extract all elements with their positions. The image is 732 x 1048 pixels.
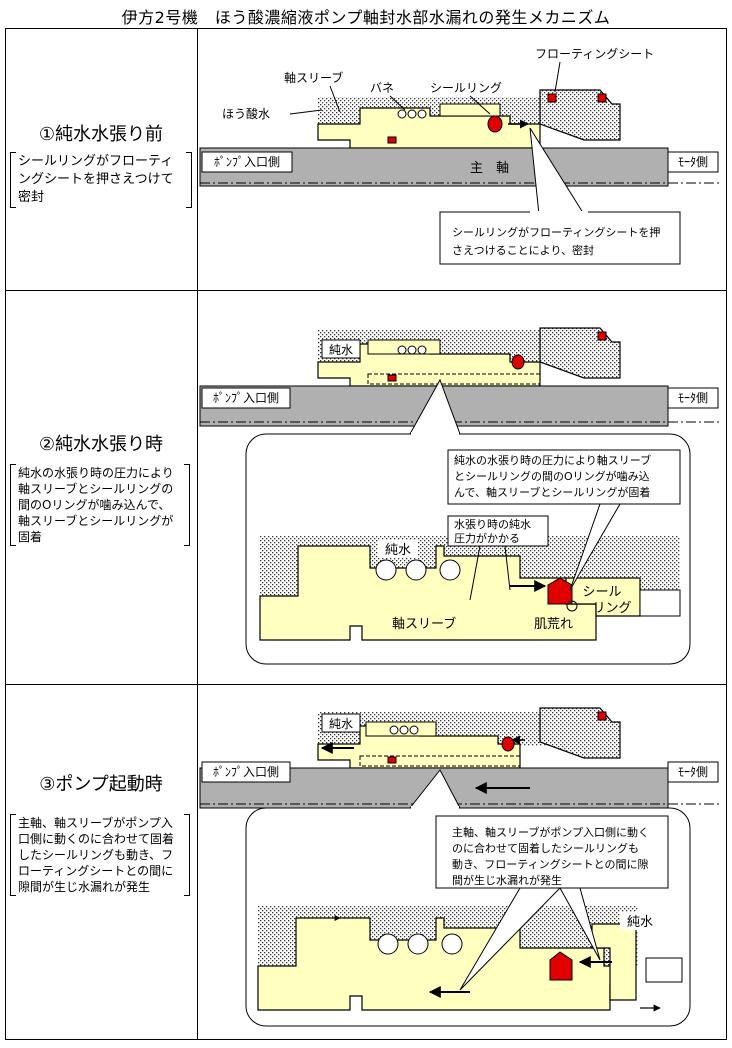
o-ring xyxy=(487,115,503,133)
label-pump-inlet: ﾎﾟﾝﾌﾟ入口側 xyxy=(214,155,280,169)
spring-coil xyxy=(397,109,407,119)
floating-seat xyxy=(539,707,621,759)
callout-line: 純水の水張り時の圧力により軸スリーブ xyxy=(454,453,651,467)
label-spring: バネ xyxy=(370,81,394,95)
stage2-description: 純水の水張り時の圧力により軸スリーブとシールリングの間のOリングが噛み込んで、軸… xyxy=(10,464,190,546)
stage2-callout xyxy=(447,449,681,505)
label-motor: ﾓｰﾀ側 xyxy=(678,765,708,779)
row-divider-2 xyxy=(5,684,727,685)
page-title: 伊方2号機 ほう酸濃縮液ポンプ軸封水部水漏れの発生メカニズム xyxy=(121,8,611,27)
callout-line: 動き、フローティングシートとの間に隙 xyxy=(452,857,648,871)
label-sleeve: 軸スリーブ xyxy=(284,70,343,85)
label-seal-ring: シール xyxy=(582,585,621,600)
stage2-heading: ②純水水張り時 xyxy=(38,434,164,455)
label-boric-water: ほう酸水 xyxy=(222,106,270,121)
o-ring-detail xyxy=(549,951,573,981)
table-frame xyxy=(5,28,727,1040)
callout-line: んで、軸スリーブとシールリングが固着 xyxy=(454,485,650,499)
label-seal-ring: リング xyxy=(592,601,631,616)
row-divider-1 xyxy=(5,290,727,291)
shaft-sleeve-detail xyxy=(259,545,597,641)
callout-line: 間が生じ水漏れが発生 xyxy=(452,873,562,887)
column-divider xyxy=(197,28,198,1040)
callout-line: シールリングがフローティングシートを押 xyxy=(452,225,660,239)
floating-seat xyxy=(539,327,621,379)
callout-line: 水張り時の純水 xyxy=(454,518,531,531)
label-floating-seat: フローティングシート xyxy=(535,47,654,61)
label-shaft: 主 軸 xyxy=(470,161,509,176)
stage1-heading: ①純水水張り前 xyxy=(38,124,164,145)
stage1-description: シールリングがフローティングシートを押さえつけて密封 xyxy=(10,152,192,208)
label-pure-water: 純水 xyxy=(329,717,353,731)
label-sleeve-detail: 軸スリーブ xyxy=(392,616,456,632)
label-roughness: 肌荒れ xyxy=(534,617,573,632)
label-pump-inlet: ﾎﾟﾝﾌﾟ入口側 xyxy=(213,391,279,405)
stage3-diagram: 純水 ﾎﾟﾝﾌﾟ入口側 ﾓｰﾀ側 純水 主軸、軸スリーブがポンプ入口側に動く の… xyxy=(199,707,720,1027)
label-pure-water-detail: 純水 xyxy=(385,543,411,558)
callout-line: のに合わせて固着したシールリングも xyxy=(452,841,639,855)
callout-line: とシールリングの間のOリングが噛み込 xyxy=(454,469,650,483)
stage1-diagram: 軸スリーブ バネ シールリング フローティングシート ほう酸水 ﾎﾟﾝﾌﾟ入口側… xyxy=(199,47,720,265)
label-seal-ring: シールリング xyxy=(430,81,502,95)
stage3-heading: ③ポンプ起動時 xyxy=(39,774,163,795)
pressure-callout xyxy=(447,515,549,547)
o-ring-detail xyxy=(547,577,573,605)
stage2-diagram: 純水 ﾎﾟﾝﾌﾟ入口側 ﾓｰﾀ側 純水 水張り時の純水 圧力がかかる シール リ… xyxy=(199,327,720,665)
label-pump-inlet: ﾎﾟﾝﾌﾟ入口側 xyxy=(213,765,279,779)
callout-line: 圧力がかかる xyxy=(454,531,520,545)
label-motor: ﾓｰﾀ側 xyxy=(678,155,708,169)
pump-inlet-box xyxy=(201,151,293,173)
label-motor: ﾓｰﾀ側 xyxy=(678,391,708,405)
callout-line: 主軸、軸スリーブがポンプ入口側に動く xyxy=(452,825,649,839)
motor-box xyxy=(667,151,719,173)
label-pure-water-detail: 純水 xyxy=(627,915,653,930)
stage1-callout xyxy=(439,211,681,265)
label-pure-water: 純水 xyxy=(329,343,353,357)
callout-line: さえつけることにより、密封 xyxy=(452,243,594,257)
stage3-description: 主軸、軸スリーブがポンプ入口側に動くのに合わせて固着したシールリングも動き、フロ… xyxy=(10,814,190,896)
